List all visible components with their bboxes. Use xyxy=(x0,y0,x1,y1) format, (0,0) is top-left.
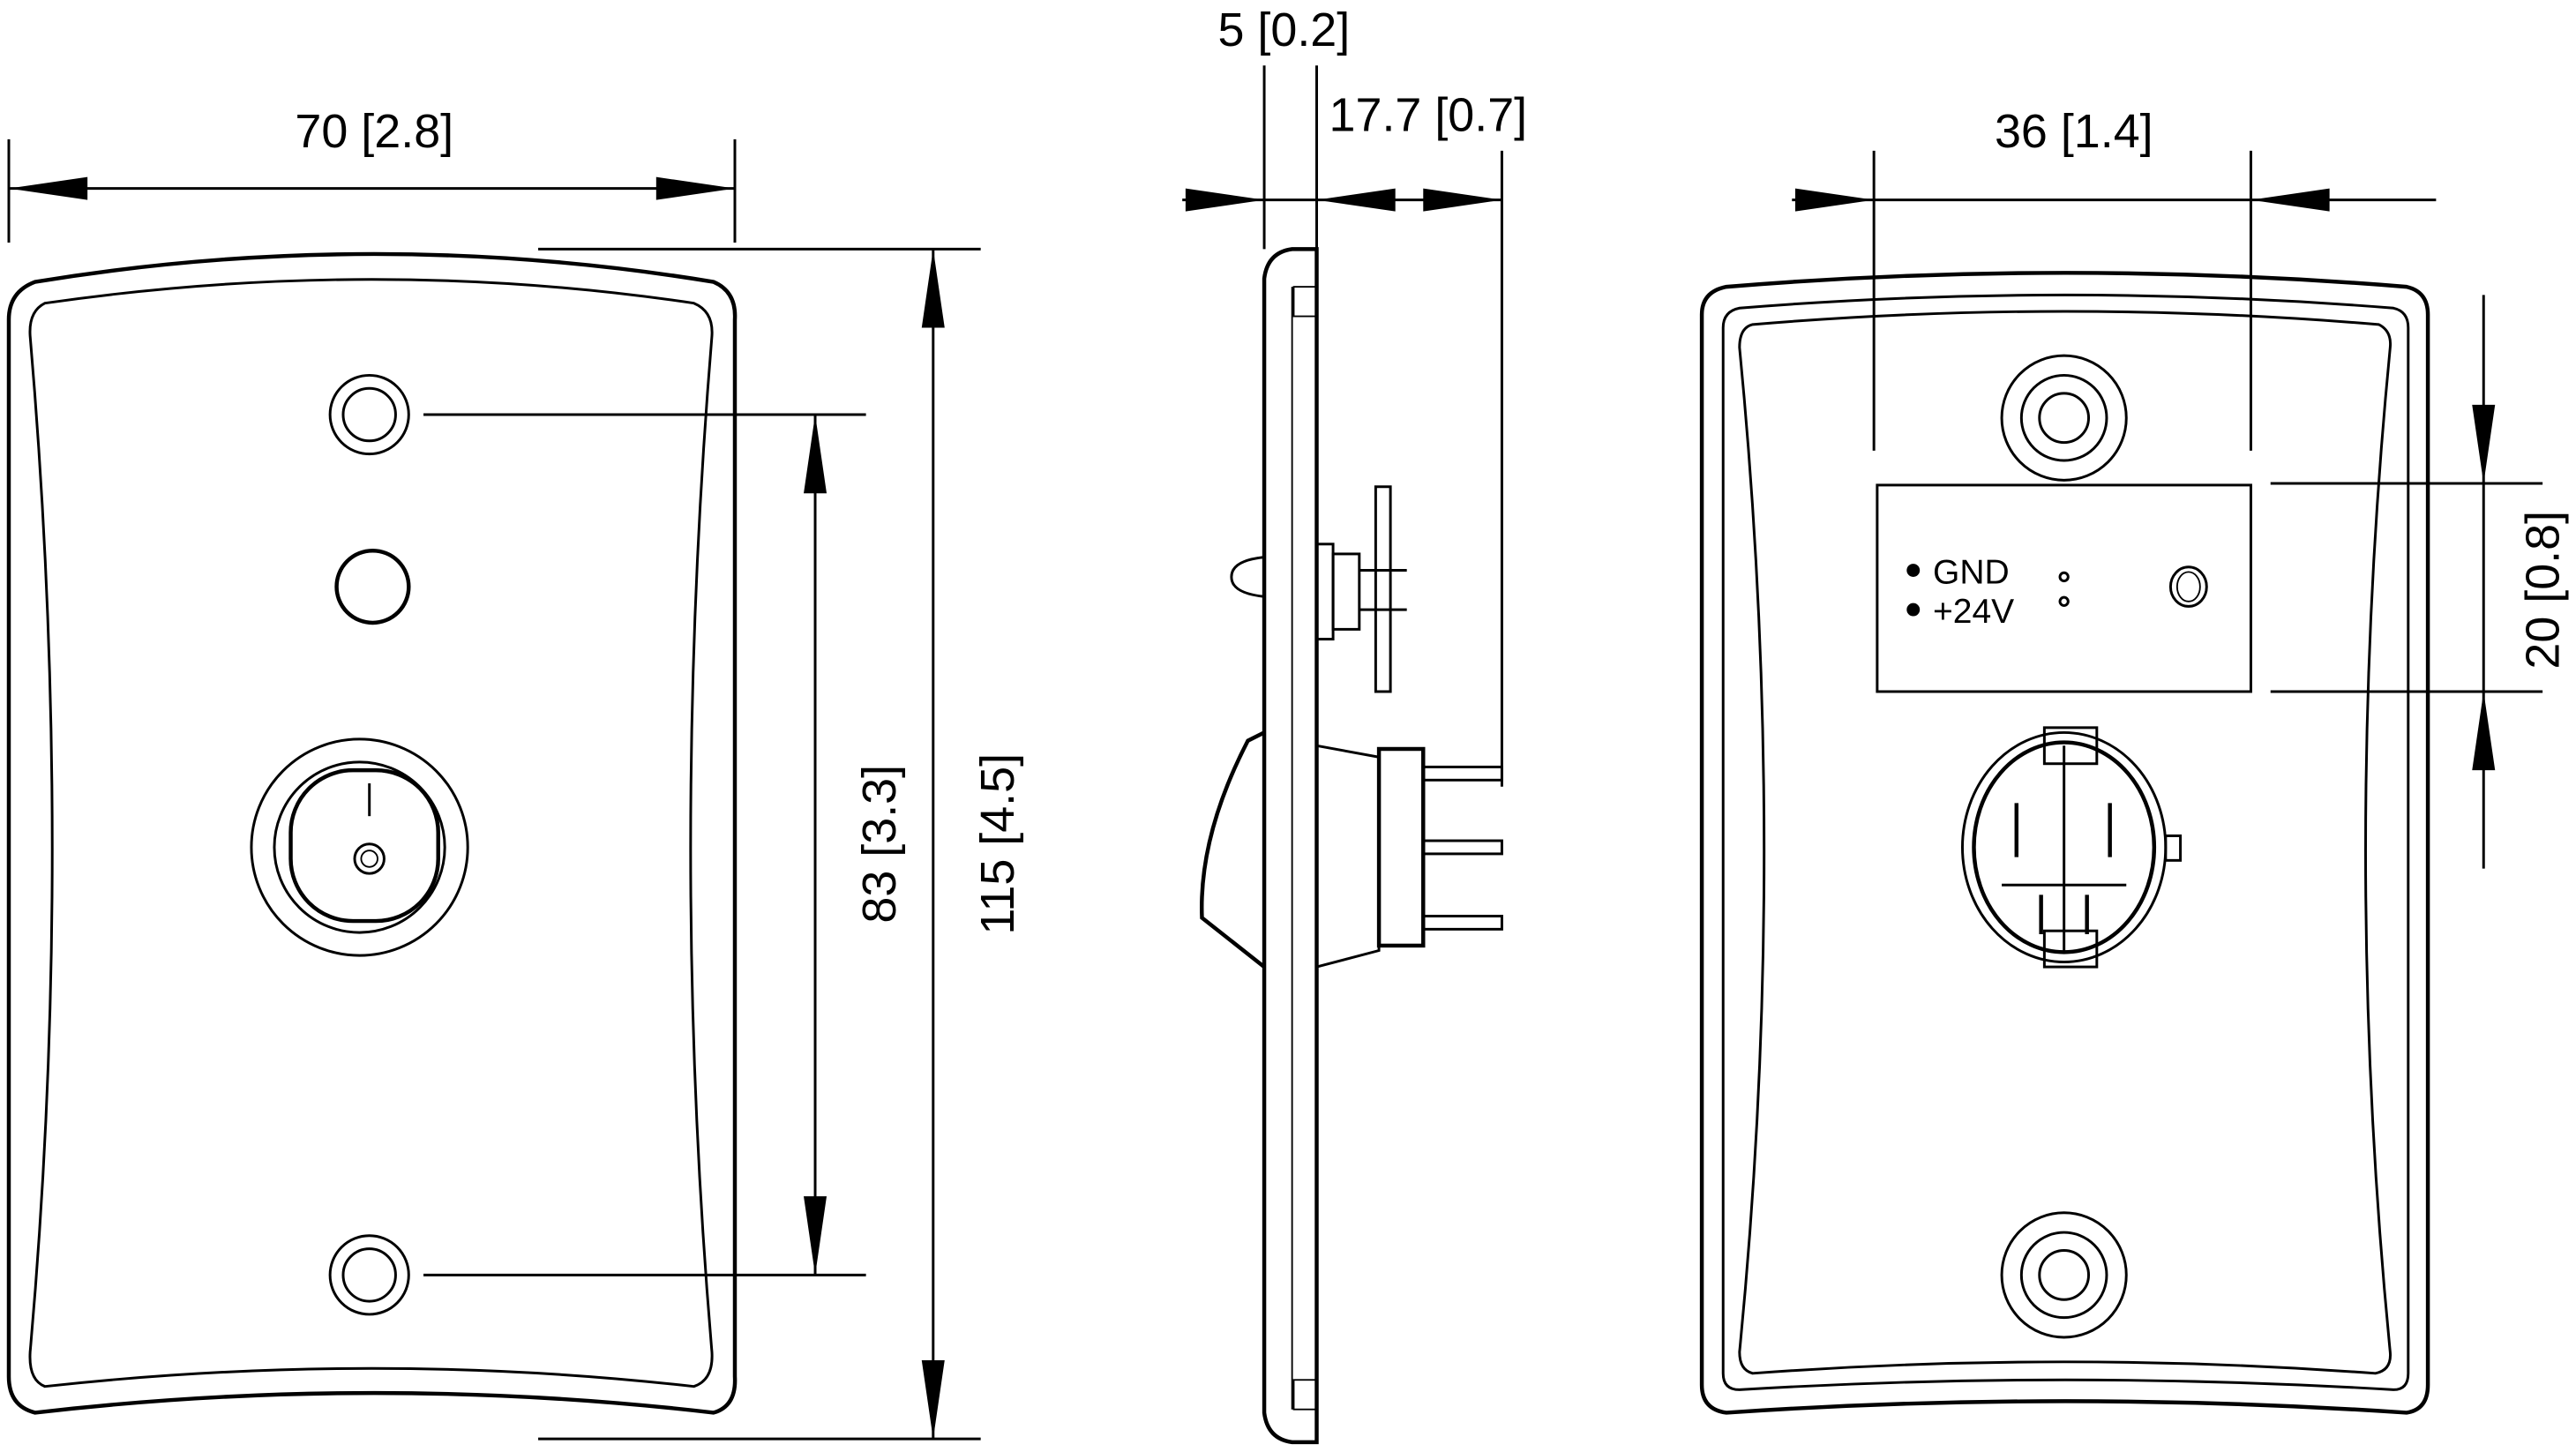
switch-body xyxy=(1200,730,1503,969)
dimension-label: 36 [1.4] xyxy=(1995,105,2153,158)
rocker-switch xyxy=(250,737,469,957)
dimension-board-height: 20 [0.8] xyxy=(2270,295,2570,869)
switch-connector xyxy=(1960,726,2183,969)
rear-view: GND +24V 36 [1.4] xyxy=(1699,105,2570,1415)
dimension-front-width: 70 [2.8] xyxy=(7,105,737,243)
front-plate-outline xyxy=(6,251,738,1415)
dimension-plate-thickness: 5 [0.2] xyxy=(1182,4,1502,250)
rear-plate-outline xyxy=(1699,271,2430,1415)
front-plate-bevel xyxy=(28,278,714,1388)
dimension-label: 20 [0.8] xyxy=(2517,511,2570,670)
mounting-hole-top xyxy=(328,373,410,456)
dimension-label: 5 [0.2] xyxy=(1217,4,1350,56)
dimension-label: 70 [2.8] xyxy=(295,105,453,158)
rear-mounting-boss-bottom xyxy=(2000,1211,2128,1339)
dimension-hole-spacing: 83 [3.3] xyxy=(423,413,906,1276)
gnd-label: GND xyxy=(1933,553,2010,591)
front-view: 70 [2.8] 83 [3.3] 115 [4.5] xyxy=(6,105,1024,1441)
indicator-led xyxy=(334,548,411,625)
mounting-hole-bottom xyxy=(328,1234,410,1316)
circuit-board: GND +24V xyxy=(1876,483,2252,693)
dimension-label: 83 [3.3] xyxy=(853,765,906,924)
side-plate xyxy=(1262,247,1319,1445)
24v-label: +24V xyxy=(1933,593,2014,631)
dimension-depth: 17.7 [0.7] xyxy=(1329,89,1528,787)
dimension-label: 17.7 [0.7] xyxy=(1329,89,1528,142)
dimension-board-width: 36 [1.4] xyxy=(1792,105,2437,451)
rear-mounting-boss-top xyxy=(2000,354,2128,482)
side-view: 5 [0.2] 17.7 [0.7] xyxy=(1182,4,1528,1445)
led-body xyxy=(1230,485,1407,693)
dimension-front-height: 115 [4.5] xyxy=(538,247,1024,1441)
dimension-label: 115 [4.5] xyxy=(971,753,1024,935)
